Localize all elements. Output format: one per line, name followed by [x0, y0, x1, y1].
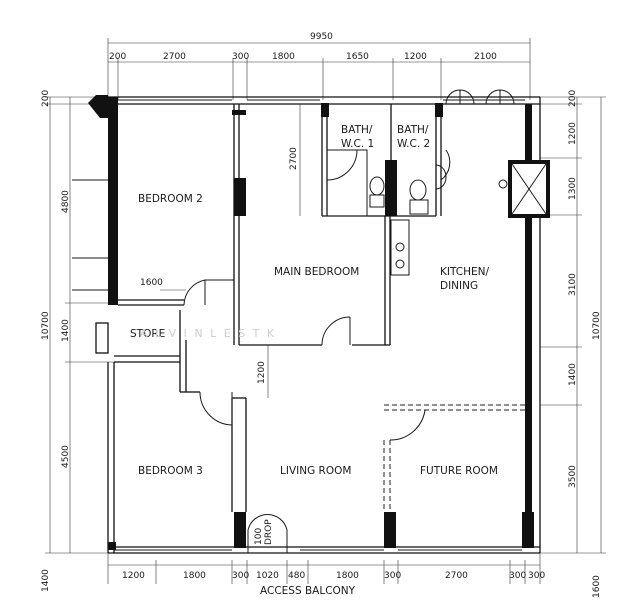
label-bath-2-line2: W.C. 2 — [397, 138, 430, 150]
dim-bottom-3: 300 — [232, 571, 249, 581]
dim-bottom-10: 300 — [528, 571, 545, 581]
label-living-room: LIVING ROOM — [280, 465, 351, 477]
dim-bottom-5: 480 — [288, 571, 305, 581]
dim-left-bottom: 1400 — [41, 569, 51, 592]
dim-left-1400: 1400 — [61, 319, 71, 342]
doors — [183, 89, 525, 553]
label-kitchen-line1: KITCHEN/ — [440, 266, 489, 278]
dim-bottom-2: 1800 — [183, 571, 206, 581]
dim-bottom-4: 1020 — [256, 571, 279, 581]
dim-store-width: 1600 — [140, 278, 163, 288]
left-dimensions: 200 4800 1400 4500 10700 1400 — [41, 90, 118, 592]
right-dimensions: 200 1200 1300 3100 1400 3500 10700 1600 — [540, 90, 606, 598]
dim-bath-height: 2700 — [289, 147, 299, 170]
dim-right-3100: 3100 — [568, 273, 578, 296]
label-bath-2-line1: BATH/ — [397, 124, 429, 136]
label-main-bedroom: MAIN BEDROOM — [274, 266, 359, 278]
dim-right-1200: 1200 — [568, 122, 578, 145]
dim-right-3500: 3500 — [568, 465, 578, 488]
dim-overall-width: 9950 — [310, 32, 333, 42]
label-access-balcony: ACCESS BALCONY — [260, 585, 356, 597]
dim-left-4800: 4800 — [61, 190, 71, 213]
dim-left-4500: 4500 — [61, 445, 71, 468]
dim-bottom-7: 300 — [384, 571, 401, 581]
dim-left-overall: 10700 — [41, 311, 51, 340]
label-bath-1-line1: BATH/ — [341, 124, 373, 136]
dim-right-1400: 1400 — [568, 363, 578, 386]
dim-right-1300: 1300 — [568, 177, 578, 200]
label-bedroom-2: BEDROOM 2 — [138, 193, 203, 205]
label-store: STORE — [130, 328, 165, 340]
dim-bottom-6: 1800 — [336, 571, 359, 581]
dim-corridor: 1200 — [257, 361, 267, 384]
dim-bottom-9: 300 — [509, 571, 526, 581]
label-kitchen-line2: DINING — [440, 280, 478, 292]
dim-top-4: 1800 — [272, 52, 295, 62]
top-dimensions: 9950 200 2700 300 1800 1650 1200 2100 — [107, 32, 531, 100]
label-future-room: FUTURE ROOM — [420, 465, 498, 477]
dim-bottom-1: 1200 — [122, 571, 145, 581]
label-drop: DROP — [264, 519, 274, 545]
dim-drop-100: 100 — [254, 528, 264, 545]
dim-top-2: 2700 — [163, 52, 186, 62]
dim-right-200: 200 — [568, 90, 578, 107]
fixtures — [160, 104, 550, 398]
watermark: A L V I N L E S T K — [140, 327, 276, 340]
dim-right-bottom: 1600 — [592, 575, 602, 598]
dim-top-3: 300 — [232, 52, 249, 62]
dim-top-7: 2100 — [474, 52, 497, 62]
dim-right-overall: 10700 — [592, 311, 602, 340]
dim-top-6: 1200 — [404, 52, 427, 62]
label-bath-1-line2: W.C. 1 — [341, 138, 374, 150]
label-bedroom-3: BEDROOM 3 — [138, 465, 203, 477]
walls — [88, 95, 541, 554]
dim-bottom-8: 2700 — [445, 571, 468, 581]
room-labels: BEDROOM 2 BATH/ W.C. 1 BATH/ W.C. 2 MAIN… — [130, 124, 498, 597]
dim-top-1: 200 — [109, 52, 126, 62]
dim-left-200: 200 — [41, 90, 51, 107]
dim-top-5: 1650 — [346, 52, 369, 62]
bottom-dimensions: 1200 1800 300 1020 480 1800 300 2700 300… — [107, 553, 545, 584]
